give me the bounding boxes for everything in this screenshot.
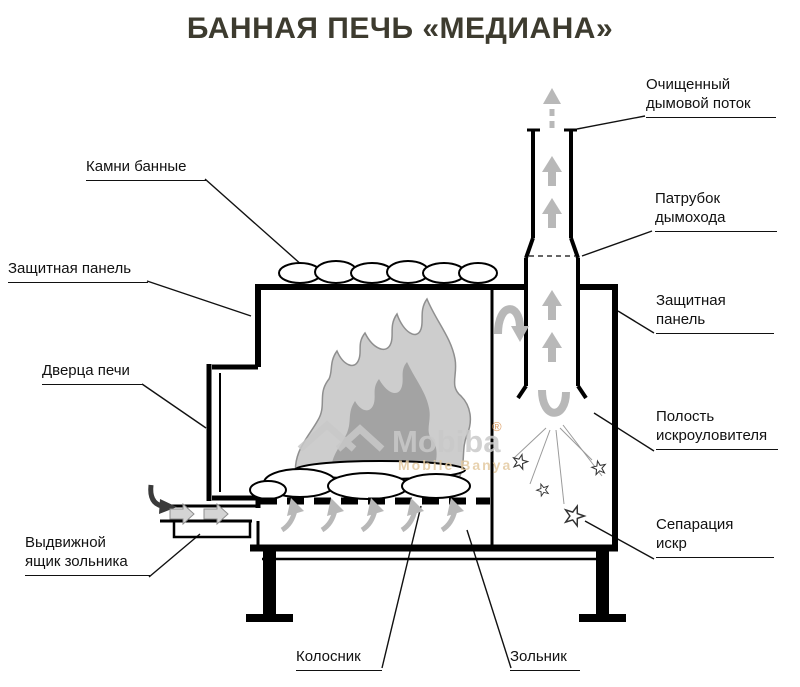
leader-lines bbox=[141, 115, 655, 669]
label-grate: Колосник bbox=[296, 648, 382, 671]
label-spark-separation: Сепарация искр bbox=[656, 516, 774, 558]
label-chimney-pipe: Патрубок дымохода bbox=[655, 190, 777, 232]
label-line: Колосник bbox=[296, 648, 361, 665]
label-line: Выдвижной bbox=[25, 534, 106, 551]
label-line: дымохода bbox=[655, 208, 726, 226]
label-line: Очищенный bbox=[646, 76, 731, 93]
logs bbox=[249, 460, 471, 500]
label-line: искр bbox=[656, 534, 687, 552]
label-ash-drawer: Выдвижной ящик зольника bbox=[25, 534, 150, 576]
air-inlet-arrow bbox=[148, 484, 177, 514]
label-panel-right: Защитная панель bbox=[656, 292, 774, 334]
label-line: ящик зольника bbox=[25, 552, 128, 570]
watermark: Mobiba ® Mobile Banya bbox=[297, 419, 512, 473]
spark-rays bbox=[513, 424, 603, 505]
label-line: Сепарация bbox=[656, 516, 734, 533]
label-line: Полость bbox=[656, 408, 715, 425]
smoke-flow-arrows bbox=[494, 88, 570, 417]
legs bbox=[246, 548, 626, 622]
watermark-brand: Mobiba bbox=[392, 424, 501, 459]
label-stones: Камни банные bbox=[86, 158, 206, 181]
chimney-pipe bbox=[516, 128, 588, 400]
label-line: Защитная панель bbox=[8, 260, 132, 277]
label-line: искроуловителя bbox=[656, 426, 768, 444]
label-smoke-out: Очищенный дымовой поток bbox=[646, 76, 776, 118]
label-line: Камни банные bbox=[86, 158, 187, 175]
bath-stones bbox=[278, 260, 498, 284]
label-line: Дверца печи bbox=[42, 362, 130, 379]
label-door: Дверца печи bbox=[42, 362, 142, 385]
watermark-roof-icon bbox=[335, 424, 385, 452]
page-title: БАННАЯ ПЕЧЬ «МЕДИАНА» bbox=[186, 12, 614, 45]
label-line: дымовой поток bbox=[646, 94, 751, 112]
label-line: Патрубок bbox=[655, 190, 721, 207]
label-ash-pan: Зольник bbox=[510, 648, 580, 671]
label-line: панель bbox=[656, 310, 706, 328]
ash-drawer-assembly bbox=[160, 504, 258, 539]
label-line: Зольник bbox=[510, 648, 567, 665]
label-spark-cavity: Полость искроуловителя bbox=[656, 408, 778, 450]
watermark-sub: Mobile Banya bbox=[398, 457, 512, 473]
watermark-reg: ® bbox=[492, 419, 502, 434]
label-panel-left: Защитная панель bbox=[8, 260, 148, 283]
stove-body bbox=[250, 284, 618, 561]
label-line: Защитная bbox=[656, 292, 726, 309]
